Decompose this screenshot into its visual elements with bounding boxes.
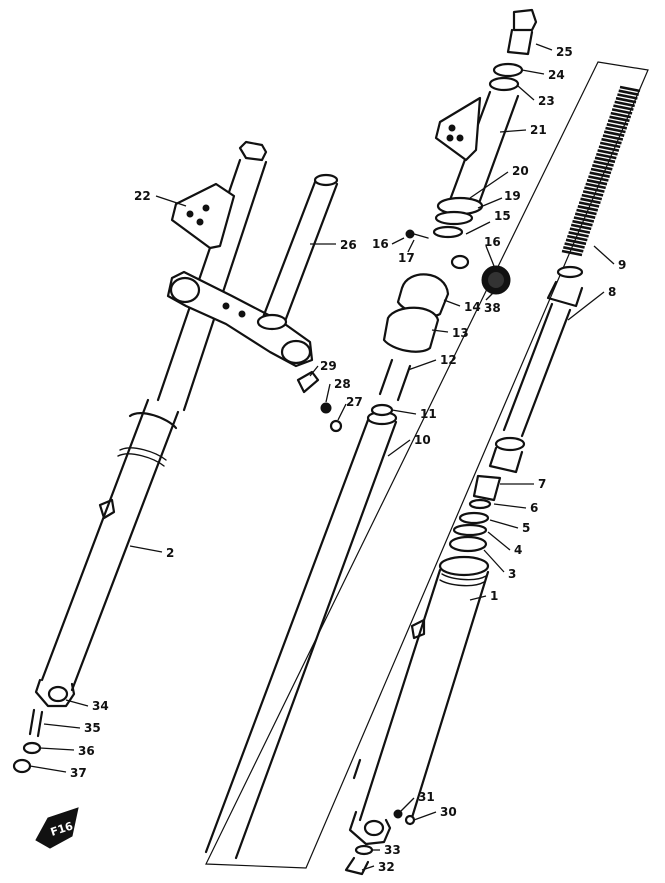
callout-2: 2 — [166, 546, 174, 560]
callout-34: 34 — [92, 699, 109, 713]
outer-slider-1 — [348, 555, 490, 846]
callout-28: 28 — [334, 377, 351, 391]
callout-5: 5 — [522, 521, 530, 535]
callout-4: 4 — [514, 543, 522, 557]
part-code-logo: F16 — [35, 807, 79, 849]
callout-16-left: 16 — [372, 237, 389, 251]
callouts: 1 2 3 4 5 6 7 8 9 10 11 12 13 14 15 16 1… — [29, 43, 626, 874]
seals-and-bushings — [370, 196, 511, 417]
lower-small-parts — [448, 474, 502, 553]
damper-cylinder — [488, 265, 584, 474]
callout-13: 13 — [452, 326, 469, 340]
callout-21: 21 — [530, 123, 547, 137]
spring-coils — [561, 85, 641, 257]
callout-36: 36 — [78, 744, 95, 758]
assembly-frame — [205, 61, 649, 869]
callout-25: 25 — [556, 45, 573, 59]
callout-3: 3 — [508, 567, 516, 581]
callout-31: 31 — [418, 790, 435, 804]
callout-12: 12 — [440, 353, 457, 367]
callout-37: 37 — [70, 766, 87, 780]
callout-35: 35 — [84, 721, 101, 735]
callout-10: 10 — [414, 433, 431, 447]
callout-14: 14 — [464, 300, 481, 314]
callout-15: 15 — [494, 209, 511, 223]
callout-17: 17 — [398, 251, 415, 265]
callout-8: 8 — [608, 285, 616, 299]
callout-1: 1 — [490, 589, 498, 603]
left-fork-leg-assembly — [34, 140, 314, 708]
callout-27: 27 — [346, 395, 363, 409]
damper-rod — [256, 173, 339, 331]
callout-20: 20 — [512, 164, 529, 178]
callout-16-right: 16 — [484, 235, 501, 249]
callout-22: 22 — [134, 189, 151, 203]
pinch-bolt-parts — [296, 370, 343, 433]
callout-7: 7 — [538, 477, 546, 491]
inner-tube-10 — [204, 410, 398, 860]
callout-9: 9 — [618, 258, 626, 272]
callout-24: 24 — [548, 68, 565, 82]
callout-26: 26 — [340, 238, 357, 252]
callout-23: 23 — [538, 94, 555, 108]
callout-6: 6 — [530, 501, 538, 515]
callout-30: 30 — [440, 805, 457, 819]
callout-33: 33 — [384, 843, 401, 857]
fork-spring — [561, 85, 641, 257]
callout-11: 11 — [420, 407, 437, 421]
callout-19: 19 — [504, 189, 521, 203]
callout-38: 38 — [484, 301, 501, 315]
callout-29: 29 — [320, 359, 337, 373]
callout-32: 32 — [378, 860, 395, 874]
left-drain-bolt-parts — [12, 708, 44, 774]
upper-tube-21 — [434, 8, 538, 208]
